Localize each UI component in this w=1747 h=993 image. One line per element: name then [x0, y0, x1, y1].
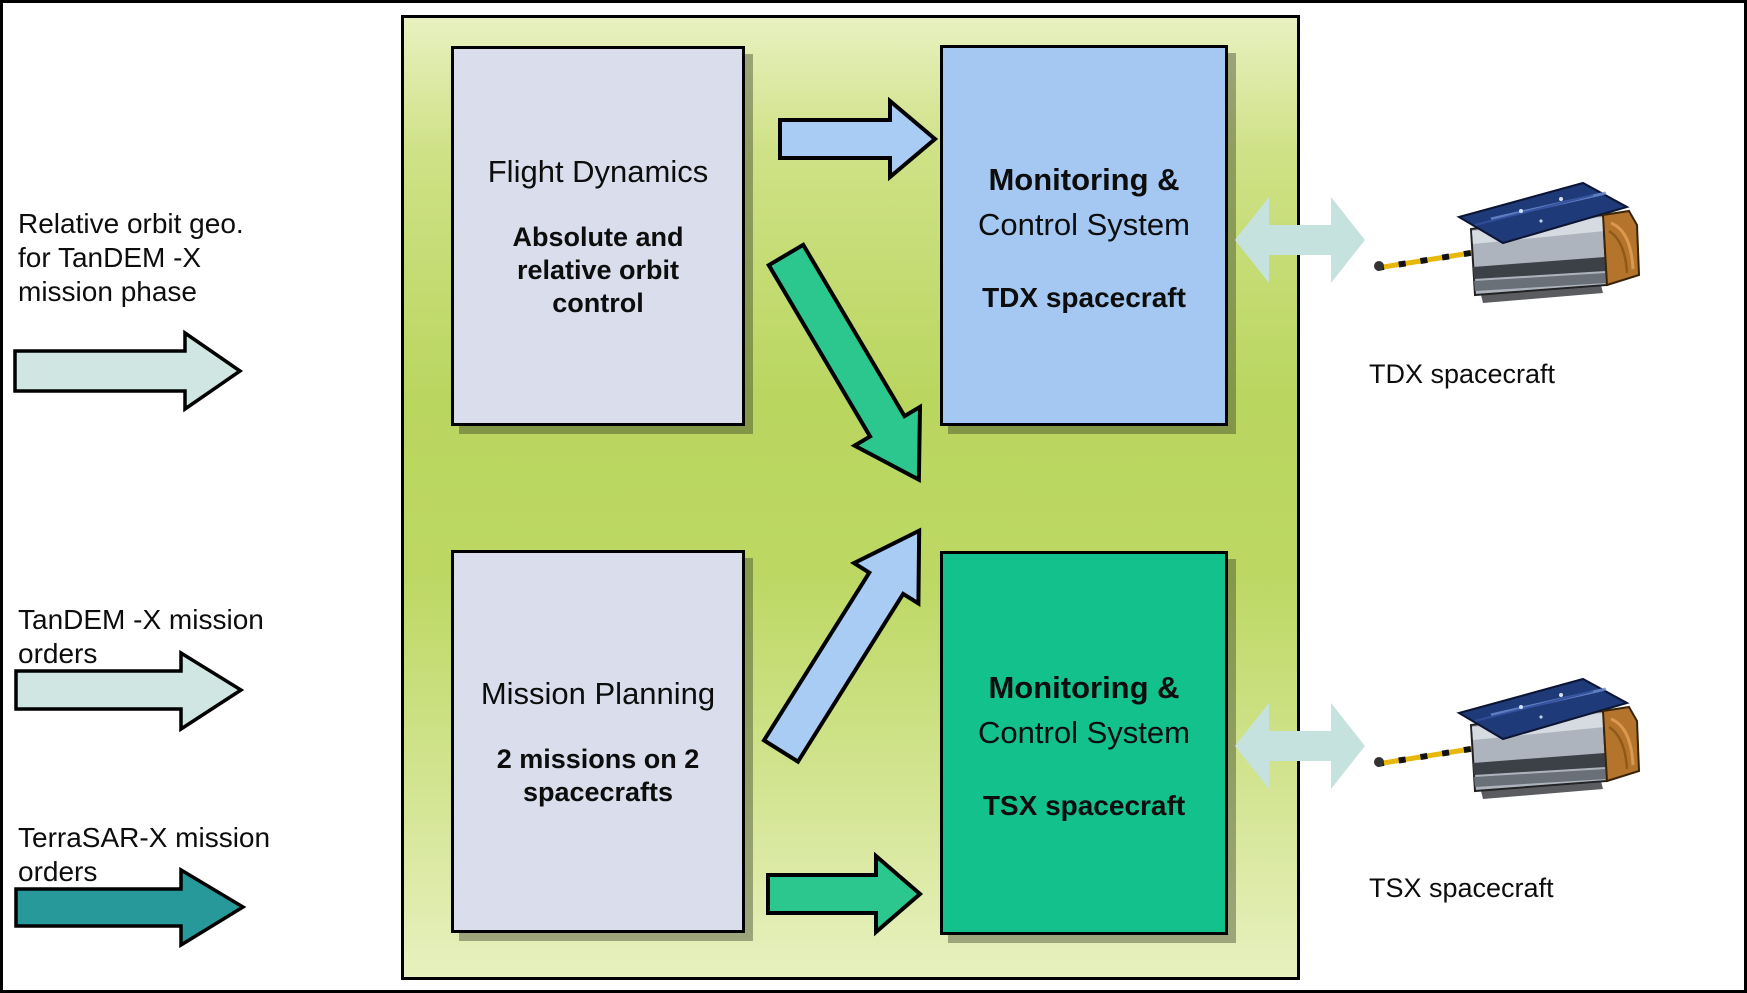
mcs-tsx-subtitle: TSX spacecraft: [982, 789, 1186, 821]
mission-planning-to-mcs-tdx-arrow: [761, 527, 922, 765]
tsx-spacecraft-image: [1374, 677, 1641, 799]
mission-planning-title: Mission Planning: [480, 675, 716, 711]
caption-relative-orbit-geo: Relative orbit geo. for TanDEM -X missio…: [18, 208, 244, 307]
flight-dynamics-to-mcs-tsx-arrow: [766, 242, 923, 483]
mcs-tsx-title-line1: Monitoring &: [988, 669, 1180, 705]
arrows-overlay: [13, 96, 1365, 949]
mcs-tsx-box: Monitoring & Control System TSX spacecra…: [940, 551, 1228, 935]
mcs-tdx-box: Monitoring & Control System TDX spacecra…: [940, 45, 1228, 426]
tdx-spacecraft-image: [1374, 181, 1641, 303]
tdx-spacecraft-label: TDX spacecraft: [1369, 359, 1556, 389]
flight-dynamics-to-mcs-tdx-arrow: [778, 96, 939, 182]
mcs-tdx-to-tdx-spacecraft-arrow: [1235, 197, 1365, 283]
caption-terrasar-x-orders: TerraSAR-X mission orders: [18, 822, 271, 887]
flight-dynamics-subtitle: Absolute and relative orbit control: [512, 221, 684, 318]
terrasar-x-orders-input-arrow: [14, 866, 247, 949]
relative-orbit-input-arrow: [13, 329, 244, 413]
mcs-tdx-subtitle: TDX spacecraft: [982, 282, 1186, 313]
mission-planning-box: Mission Planning 2 missions on 2 spacecr…: [451, 550, 745, 933]
flight-dynamics-box: Flight Dynamics Absolute and relative or…: [451, 46, 745, 426]
caption-tandem-x-orders: TanDEM -X mission orders: [18, 604, 264, 669]
mission-planning-subtitle: 2 missions on 2 spacecrafts: [496, 743, 700, 807]
mcs-tdx-title-line2: Control System: [978, 207, 1190, 242]
mcs-tsx-title-line2: Control System: [978, 714, 1190, 750]
flight-dynamics-title: Flight Dynamics: [487, 153, 709, 189]
mcs-tdx-title-line1: Monitoring &: [988, 162, 1180, 197]
mission-planning-to-mcs-tsx-arrow: [766, 851, 924, 937]
tandem-x-orders-input-arrow: [14, 649, 245, 733]
mcs-tsx-to-tsx-spacecraft-arrow: [1235, 703, 1365, 789]
tsx-spacecraft-label: TSX spacecraft: [1369, 873, 1554, 903]
